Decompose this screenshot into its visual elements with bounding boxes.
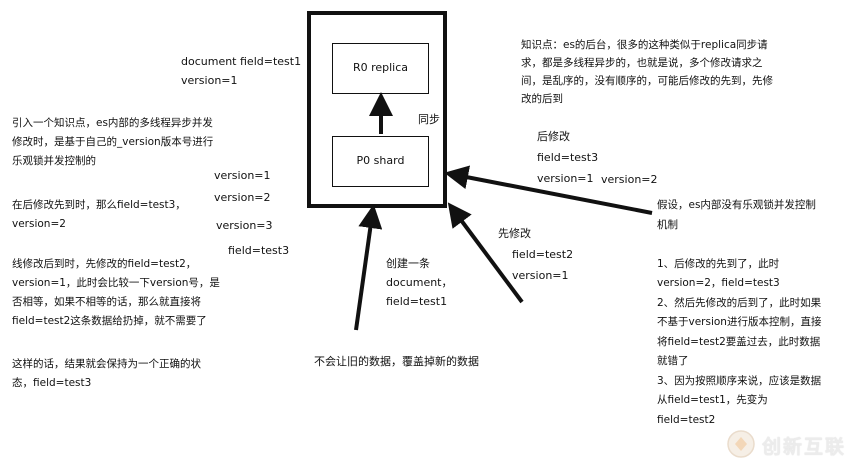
watermark-logo: 创新互联 bbox=[726, 427, 850, 461]
knowledge-note: 知识点：es的后台，很多的这种类似于replica同步请 求，都是多线程异步的，… bbox=[521, 39, 773, 105]
version-3-label: version=3 bbox=[216, 219, 273, 232]
create-note: 创建一条 document， field=test1 bbox=[386, 257, 453, 308]
field-test3-label: field=test3 bbox=[228, 244, 290, 257]
watermark-icon bbox=[727, 430, 755, 458]
replica-label: R0 replica bbox=[352, 61, 409, 74]
first-modify-note: 先修改 field=test2 version=1 bbox=[498, 227, 574, 282]
no-overwrite-note: 不会让旧的数据，覆盖掉新的数据 bbox=[314, 355, 479, 368]
version-1-label: version=1 bbox=[214, 169, 271, 182]
sync-label: 同步 bbox=[418, 113, 440, 126]
result-note: 这样的话，结果就会保持为一个正确的状 态，field=test3 bbox=[12, 358, 201, 389]
after-modify-note: 后修改 field=test3 version=1 bbox=[537, 130, 599, 185]
watermark-text: 创新互联 bbox=[762, 436, 847, 458]
shard-box: P0 shard bbox=[332, 136, 429, 187]
version-2-label: version=2 bbox=[214, 191, 271, 204]
create-arrow bbox=[354, 204, 383, 331]
after-modify-arrow bbox=[444, 165, 653, 215]
intro-note: 引入一个知识点，es内部的多线程异步并发 修改时，是基于自己的_version版… bbox=[12, 117, 214, 167]
assume-note: 假设，es内部没有乐观锁并发控制 机制 1、后修改的先到了，此时 version… bbox=[657, 199, 822, 426]
first-modify-arrow bbox=[447, 202, 524, 304]
later-first-note: 在后修改先到时，那么field=test3， version=2 bbox=[12, 199, 186, 230]
later-arrive-note: 线修改后到时，先修改的field=test2， version=1，此时会比较一… bbox=[12, 258, 220, 327]
doc-top-note: document field=test1 version=1 bbox=[181, 55, 302, 87]
version-2-arrow-label: version=2 bbox=[601, 173, 658, 186]
shard-label: P0 shard bbox=[356, 154, 405, 167]
